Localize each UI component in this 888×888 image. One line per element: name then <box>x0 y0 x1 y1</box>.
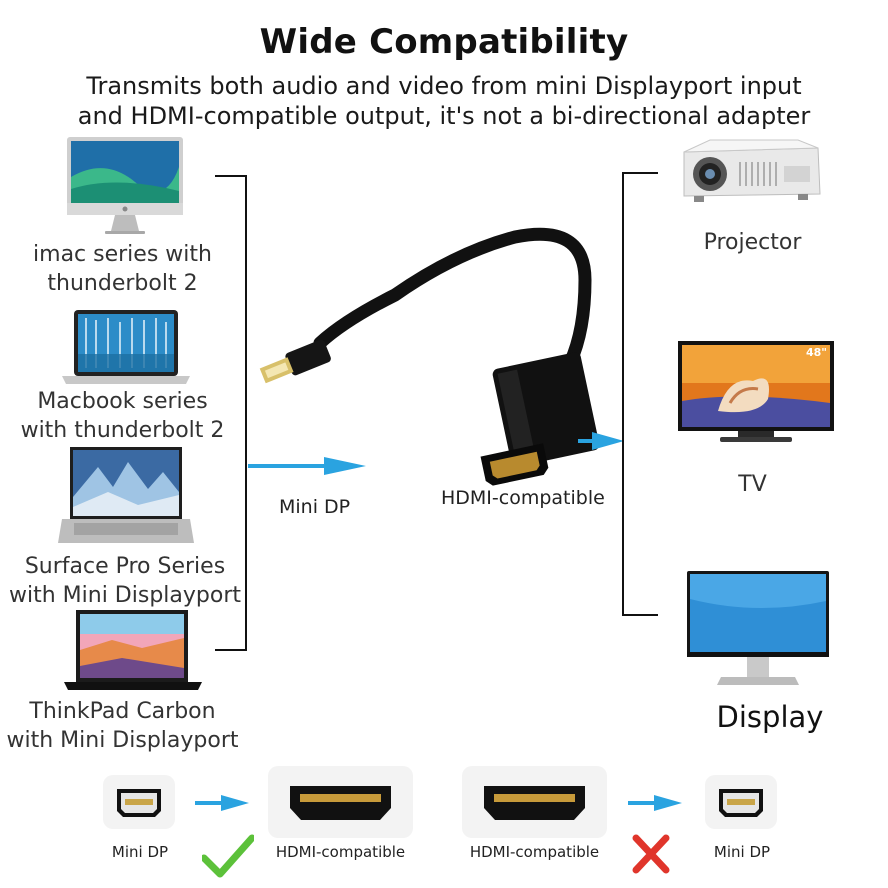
tv-size-badge: 48" <box>806 346 828 359</box>
source-label-macbook: Macbook series with thunderbolt 2 <box>10 387 235 445</box>
hdmi-port-icon <box>268 766 413 838</box>
adapter-cable-icon <box>255 225 600 490</box>
arrow-right-icon <box>628 794 684 812</box>
cross-icon <box>632 834 670 874</box>
bottom-mini-dp-label-2: Mini DP <box>713 843 771 861</box>
source-label-line: Macbook series <box>37 389 208 414</box>
source-label-line: ThinkPad Carbon <box>29 699 216 724</box>
source-label-line: with Mini Displayport <box>9 583 241 608</box>
source-label-imac: imac series with thunderbolt 2 <box>10 240 235 298</box>
output-arrow-icon <box>578 430 626 452</box>
source-label-line: with Mini Displayport <box>6 728 239 753</box>
hdmi-port-icon <box>462 766 607 838</box>
display-label: Display <box>716 700 824 734</box>
mini-dp-label: Mini DP <box>279 496 351 518</box>
arrow-right-icon <box>195 794 251 812</box>
source-label-line: imac series with <box>33 242 212 267</box>
mini-dp-port-icon <box>705 775 777 829</box>
bottom-hdmi-label-1: HDMI-compatible <box>275 843 406 861</box>
bottom-hdmi-label-2: HDMI-compatible <box>469 843 600 861</box>
page-title: Wide Compatibility <box>259 22 629 62</box>
macbook-icon <box>62 310 190 388</box>
monitor-icon <box>687 571 829 691</box>
bottom-mini-dp-label-1: Mini DP <box>111 843 169 861</box>
subtitle-line-1: Transmits both audio and video from mini… <box>86 72 802 100</box>
projector-icon <box>680 138 822 208</box>
source-label-surface: Surface Pro Series with Mini Displayport <box>0 552 250 610</box>
right-bracket <box>622 172 658 616</box>
tv-label: TV <box>738 472 767 497</box>
check-icon <box>202 834 254 878</box>
surface-laptop-icon <box>58 447 194 545</box>
tv-icon <box>678 341 834 445</box>
input-arrow-icon <box>248 455 368 477</box>
hdmi-compatible-label: HDMI-compatible <box>441 487 605 509</box>
source-label-line: with thunderbolt 2 <box>20 418 225 443</box>
left-bracket <box>215 175 249 651</box>
projector-label: Projector <box>703 230 802 255</box>
mini-dp-port-icon <box>103 775 175 829</box>
source-label-line: thunderbolt 2 <box>47 271 198 296</box>
subtitle-line-2: and HDMI-compatible output, it's not a b… <box>77 102 811 130</box>
source-label-thinkpad: ThinkPad Carbon with Mini Displayport <box>0 697 245 755</box>
thinkpad-icon <box>62 610 204 690</box>
imac-icon <box>65 137 185 237</box>
source-label-line: Surface Pro Series <box>24 554 226 579</box>
